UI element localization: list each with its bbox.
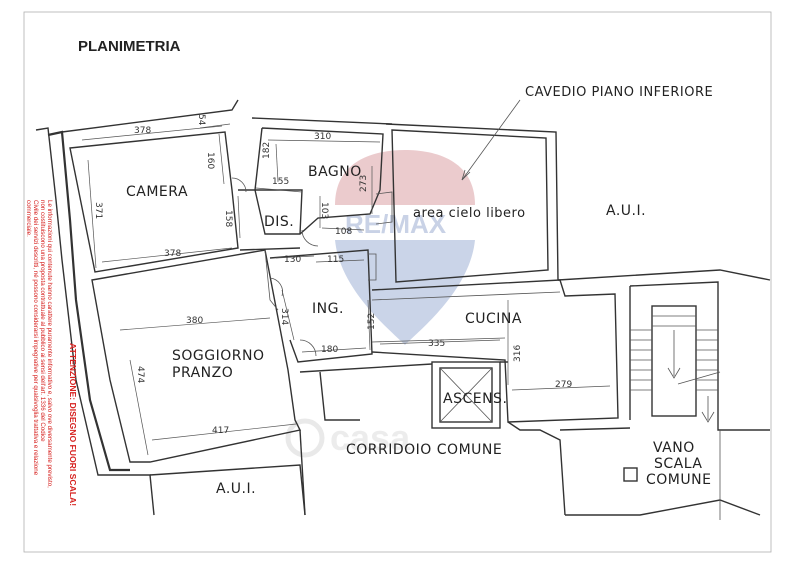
room-label-comune: COMUNE (646, 472, 711, 488)
casa-watermark: casa (285, 417, 411, 458)
svg-text:casa: casa (330, 417, 411, 458)
dim-180: 180 (321, 345, 338, 355)
room-label-ascensore: ASCENS. (443, 391, 507, 407)
page-title: PLANIMETRIA (78, 38, 181, 55)
dim-103: 103 (319, 202, 329, 219)
dim-54: 54 (196, 114, 206, 126)
dim-108: 108 (335, 227, 352, 237)
dim-310: 310 (314, 132, 331, 142)
dim-182: 182 (262, 142, 272, 159)
disclaimer-line-2: non costituiscono una proposta contrattu… (39, 200, 46, 442)
disclaimer-line-1: Le informazioni qui contenute hanno cara… (46, 200, 53, 488)
dim-371: 371 (93, 202, 103, 219)
disclaimer-block: Le informazioni qui contenute hanno cara… (25, 200, 53, 488)
disclaimer-line-4: commerciale. (25, 200, 32, 237)
room-label-camera: CAMERA (126, 184, 188, 200)
dim-378-top: 378 (134, 126, 151, 136)
dim-380: 380 (186, 316, 203, 326)
remax-balloon-watermark (335, 150, 475, 345)
room-label-scala: SCALA (654, 456, 702, 472)
label-area-cielo-libero: area cielo libero (413, 206, 526, 221)
dim-279: 279 (555, 380, 572, 390)
label-cavedio-piano-inferiore: CAVEDIO PIANO INFERIORE (525, 85, 713, 100)
dim-115: 115 (327, 255, 344, 265)
room-label-pranzo: PRANZO (172, 365, 233, 381)
walls (35, 99, 771, 520)
disclaimer-line-3: Civile dei servizi descritti, né possono… (32, 200, 39, 476)
dim-474: 474 (135, 366, 145, 383)
dim-378-bottom: 378 (164, 249, 181, 259)
dim-130: 130 (284, 255, 301, 265)
room-label-dis: DIS. (264, 214, 294, 230)
dim-335: 335 (428, 339, 445, 349)
room-label-cucina: CUCINA (465, 311, 522, 327)
room-label-bagno: BAGNO (308, 164, 362, 180)
dim-316: 316 (513, 345, 523, 362)
room-label-aui-right: A.U.I. (606, 203, 646, 219)
dim-417: 417 (212, 426, 229, 436)
room-label-vano: VANO (653, 440, 695, 456)
dim-152: 152 (367, 313, 377, 330)
dim-314: 314 (279, 308, 289, 325)
warning-block: ATTENZIONE: DISEGNO FUORI SCALA! (68, 343, 78, 506)
dim-160: 160 (205, 152, 215, 169)
room-label-soggiorno: SOGGIORNO (172, 348, 264, 364)
room-label-ing: ING. (312, 301, 344, 317)
dim-158: 158 (223, 210, 233, 227)
dim-273: 273 (359, 175, 369, 192)
room-label-aui-bottom: A.U.I. (216, 481, 256, 497)
dim-155: 155 (272, 177, 289, 187)
warning-text: ATTENZIONE: DISEGNO FUORI SCALA! (68, 343, 78, 506)
room-label-corridoio-comune: CORRIDOIO COMUNE (346, 442, 502, 458)
page-frame (23, 11, 772, 553)
dimension-lines (81, 123, 611, 456)
